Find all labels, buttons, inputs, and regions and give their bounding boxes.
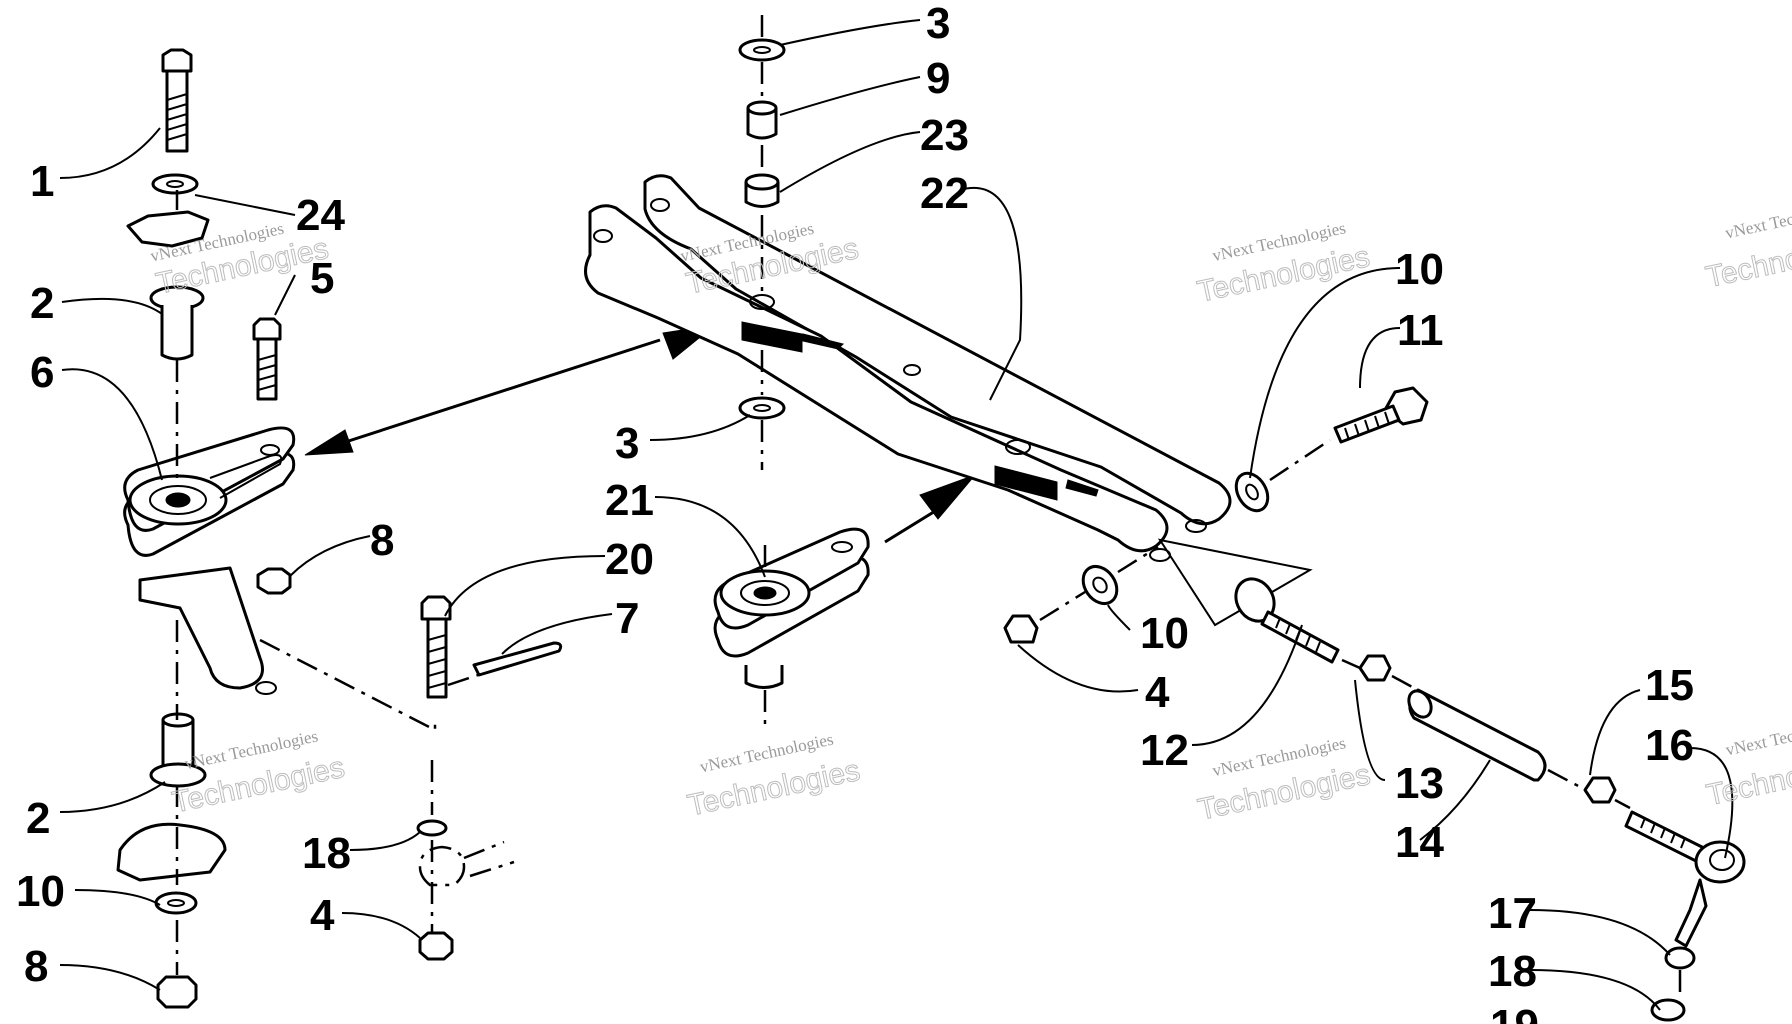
callout-8-upper: 8: [370, 516, 394, 565]
callout-6: 6: [30, 348, 54, 397]
callout-12: 12: [1140, 726, 1189, 775]
left-assembly: [116, 48, 296, 1009]
watermark-text: vNext Technologies: [1724, 713, 1792, 760]
callout-9: 9: [926, 54, 950, 103]
watermark-text: vNext Technologies: [1723, 196, 1792, 243]
callout-10-right: 10: [1395, 245, 1444, 294]
callout-2-bottom: 2: [26, 794, 50, 843]
bolt-11: [1333, 386, 1429, 444]
callout-10-left: 10: [16, 867, 65, 916]
washer-10-right: [1234, 471, 1270, 513]
callout-5: 5: [310, 254, 334, 303]
washer-17: [1664, 946, 1696, 970]
tie-rod-end-16: [1694, 840, 1746, 884]
callout-11: 11: [1397, 306, 1444, 355]
jam-nut-13: [1358, 654, 1392, 682]
washer-18-right: [1650, 998, 1686, 1022]
callout-13: 13: [1395, 759, 1444, 808]
bushing-2-top: [149, 285, 205, 361]
arrow-to-crossbar: [304, 324, 717, 456]
callout-16: 16: [1645, 721, 1694, 770]
top-stack: [738, 15, 786, 470]
callout-18-left: 18: [302, 829, 351, 878]
callout-17: 17: [1488, 889, 1537, 938]
spacer-9: [746, 108, 778, 140]
jam-nut-15: [1583, 776, 1617, 804]
callout-18-right: 18: [1488, 947, 1537, 996]
callout-3-top: 3: [926, 0, 950, 48]
crossbar-22: [584, 174, 1232, 562]
bolt-5: [252, 317, 282, 401]
lower-mount-21: [713, 527, 870, 730]
callout-14: 14: [1395, 818, 1444, 867]
washer-3-top: [738, 38, 786, 62]
nut-8-lower: [156, 975, 198, 1009]
washer-24: [151, 173, 199, 195]
cotter-pin-7: [472, 641, 563, 677]
callout-8-lower: 8: [24, 942, 48, 991]
leader-lines: [59, 19, 1734, 1011]
bushing-2-bottom: [149, 712, 207, 788]
callout-21: 21: [605, 476, 654, 525]
tie-rod-assembly: [1157, 538, 1746, 1022]
washer-18-left: [416, 819, 448, 837]
bolt-1: [161, 48, 193, 153]
callout-labels: 1 24 2 5 6 8 2 10 8 20 7 18 4 3 9 23 22 …: [16, 0, 1694, 1024]
nut-4-left: [418, 931, 454, 961]
nut-8-upper: [256, 567, 292, 595]
callout-3-bottom: 3: [615, 419, 639, 468]
callout-24: 24: [296, 191, 345, 240]
bolt-20: [420, 595, 452, 699]
watermarks: vNext Technologies Technologies vNext Te…: [149, 196, 1792, 828]
arrow-to-lower-mount: [884, 473, 977, 544]
callout-4-mid: 4: [1145, 668, 1170, 717]
idler-arm: [138, 566, 264, 690]
callout-23: 23: [920, 111, 969, 160]
callout-10-mid: 10: [1140, 609, 1189, 658]
callout-1: 1: [30, 157, 54, 206]
nut-4-mid: [1003, 614, 1039, 644]
callout-2-top: 2: [30, 279, 54, 328]
washer-10-left: [154, 891, 198, 915]
callout-19: 19: [1490, 1001, 1539, 1024]
washer-10-mid: [1081, 564, 1119, 606]
callout-22: 22: [920, 169, 969, 218]
callout-4-left: 4: [310, 891, 335, 940]
washer-3-bottom: [738, 396, 786, 420]
callout-7: 7: [615, 594, 639, 643]
callout-15: 15: [1645, 661, 1694, 710]
callout-20: 20: [605, 535, 654, 584]
idler-plate-6: [123, 426, 296, 557]
